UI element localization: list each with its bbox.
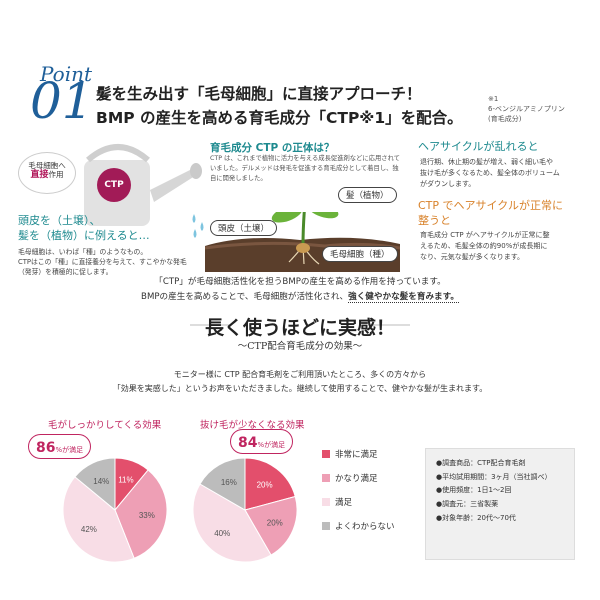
ctp-identity-body: CTP は、これまで植物に活力を与える成長促進剤などに応用されていました。デルメ… bbox=[210, 155, 400, 182]
pie-slice-非常に満足 bbox=[244, 457, 296, 511]
ctp-badge: CTP bbox=[97, 168, 131, 202]
chart1-satisfaction-suffix: %が満足 bbox=[55, 446, 84, 454]
pie-slice-label: 16% bbox=[221, 478, 237, 487]
bubble-text-1: 毛母細胞へ bbox=[28, 161, 66, 170]
statement-emphasis: 強く健やかな髪を育みます。 bbox=[348, 291, 459, 303]
left-title-line-1: 頭皮を（土壌）、 bbox=[18, 214, 101, 227]
statement-line-1: 「CTP」が毛母細胞活性化を担うBMPの産生を高める作用を持っています。 bbox=[154, 277, 446, 287]
pie-slice-よくわからない bbox=[199, 457, 246, 511]
legend-swatch bbox=[322, 522, 330, 530]
monitor-description: モニター様に CTP 配合育毛剤をご利用頂いたところ、多くの方々から 「効果を実… bbox=[0, 368, 600, 395]
point-number: 01 bbox=[30, 72, 94, 130]
legend-label: 非常に満足 bbox=[335, 450, 378, 460]
ctp-statement: 「CTP」が毛母細胞活性化を担うBMPの産生を高める作用を持っています。 BMP… bbox=[0, 275, 600, 304]
legend-label: よくわからない bbox=[335, 522, 395, 532]
left-body-line-2: CTPはこの「種」に直接養分を与えて、すこやかな発毛 bbox=[18, 258, 187, 267]
survey-info-box: ●調査商品：CTP配合育毛剤 ●平均試用期間：3ヶ月（当社調べ） ●使用頻度：1… bbox=[425, 448, 575, 560]
r2-line-1: 育毛成分 CTP がヘアサイクルが正常に整 bbox=[420, 231, 550, 239]
r1-line-1: 退行期、休止期の髪が増え、弱く細い毛や bbox=[420, 158, 553, 166]
legend-swatch bbox=[322, 498, 330, 506]
pie-slice-満足 bbox=[62, 476, 135, 563]
r2-title-line-1: CTP でヘアサイクルが正常に bbox=[418, 199, 563, 212]
pie-slice-label: 20% bbox=[257, 480, 273, 489]
pie-slice-label: 11% bbox=[118, 476, 133, 485]
pie-slice-よくわからない bbox=[74, 457, 116, 512]
chart2-satisfaction-suffix: %が満足 bbox=[257, 441, 286, 449]
left-analogy-title: 頭皮を（土壌）、 髪を（植物）に例えると… bbox=[18, 213, 150, 244]
results-headline: 長く使うほどに実感！ bbox=[204, 317, 395, 339]
hair-plant-tag: 髪（植物） bbox=[338, 187, 397, 203]
results-subheadline: 〜CTP配合育毛成分の効果〜 bbox=[237, 341, 363, 352]
legend-item: 満足 bbox=[322, 496, 422, 508]
monitor-line-2: 「効果を実感した」というお声をいただきました。継続して使用することで、健やかな髪… bbox=[112, 383, 488, 393]
pie-slice-label: 40% bbox=[214, 529, 230, 538]
legend-label: 満足 bbox=[335, 498, 353, 508]
pie-slice-かなり満足 bbox=[244, 495, 298, 556]
pie-slice-label: 33% bbox=[139, 511, 155, 520]
headline-line-2: BMP の産生を高める育毛成分「CTP※1」を配合。 bbox=[96, 109, 463, 127]
pie-slice-label: 20% bbox=[267, 518, 283, 527]
left-body-line-1: 毛母細胞は、いわば「種」のようなもの。 bbox=[18, 248, 148, 256]
footnote-text-1: 6-ベンジルアミノプリン bbox=[488, 105, 565, 114]
left-title-line-2: 髪を（植物）に例えると… bbox=[18, 229, 150, 243]
ctp-identity-title: 育毛成分 CTP の正体は？ bbox=[210, 142, 335, 154]
headline-line-1: 髪を生み出す「毛母細胞」に直接アプローチ！ bbox=[96, 85, 422, 103]
chart2-title: 抜け毛が少なくなる効果 bbox=[200, 420, 305, 431]
footnote: ※1 6-ベンジルアミノプリン (育毛成分) bbox=[488, 94, 565, 124]
hair-cycle-normal-body: 育毛成分 CTP がヘアサイクルが正常に整 えるため、毛髪全体の約90%が成長期… bbox=[420, 230, 550, 264]
legend-swatch bbox=[322, 450, 330, 458]
bubble-text-3: 作用 bbox=[48, 170, 64, 180]
pie-slice-label: 14% bbox=[93, 477, 109, 486]
chart-legend: 非常に満足 かなり満足 満足 よくわからない bbox=[322, 448, 422, 544]
left-body-line-3: （発芽）を積極的に促します。 bbox=[18, 268, 113, 277]
legend-swatch bbox=[322, 474, 330, 482]
chart1-satisfaction-value: 86 bbox=[36, 440, 56, 456]
legend-item: かなり満足 bbox=[322, 472, 422, 484]
hair-cycle-normal-title: CTP でヘアサイクルが正常に 整うと bbox=[418, 199, 563, 229]
r1-line-2: 抜け毛が多くなるため、髪全体のボリューム bbox=[420, 169, 560, 178]
pie-slice-満足 bbox=[192, 483, 272, 563]
legend-label: かなり満足 bbox=[335, 474, 378, 484]
survey-item: ●調査元：三省製薬 bbox=[436, 499, 499, 508]
hair-cycle-disrupted-title: ヘアサイクルが乱れると bbox=[418, 140, 539, 153]
legend-item: よくわからない bbox=[322, 520, 422, 532]
survey-item: ●対象年齢：20代〜70代 bbox=[436, 513, 516, 522]
survey-item: ●使用頻度：1日1〜2回 bbox=[436, 486, 512, 495]
r2-line-3: なり、元気な髪が多くなります。 bbox=[420, 253, 525, 262]
monitor-line-1: モニター様に CTP 配合育毛剤をご利用頂いたところ、多くの方々から bbox=[173, 370, 427, 379]
headline-decoration bbox=[190, 324, 410, 326]
footnote-mark: ※1 bbox=[488, 95, 499, 103]
point-label: Point bbox=[40, 62, 93, 86]
footnote-text-2: (育毛成分) bbox=[488, 115, 522, 124]
scalp-soil-tag: 頭皮（土壌） bbox=[210, 220, 278, 236]
chart1-satisfaction-bubble: 86%が満足 bbox=[28, 434, 92, 459]
r2-title-line-2: 整うと bbox=[418, 213, 451, 227]
direct-action-bubble: 毛母細胞へ 直接作用 bbox=[18, 152, 76, 194]
legend-item: 非常に満足 bbox=[322, 448, 422, 460]
chart1-title: 毛がしっかりしてくる効果 bbox=[48, 420, 162, 431]
statement-line-2: BMPの産生を高めることで、毛母細胞が活性化され、 bbox=[141, 291, 349, 302]
chart2-satisfaction-bubble: 84%が満足 bbox=[230, 429, 294, 454]
pie-chart-hair-firmness: 11% 33% 42% 14% bbox=[62, 457, 168, 563]
left-analogy-body: 毛母細胞は、いわば「種」のようなもの。 CTPはこの「種」に直接養分を与えて、す… bbox=[18, 247, 187, 278]
r1-line-3: がダウンします。 bbox=[420, 180, 476, 189]
bubble-text-emphasis: 直接 bbox=[30, 170, 49, 181]
hair-cycle-disrupted-body: 退行期、休止期の髪が増え、弱く細い毛や 抜け毛が多くなるため、髪全体のボリューム… bbox=[420, 157, 560, 191]
water-drops-icon bbox=[192, 214, 204, 238]
pie-chart-hair-loss: 20% 20% 40% 16% bbox=[192, 457, 298, 563]
pie-slice-label: 42% bbox=[81, 525, 97, 534]
pie-slice-かなり満足 bbox=[114, 469, 168, 559]
survey-item: ●調査商品：CTP配合育毛剤 bbox=[436, 459, 526, 467]
r2-line-2: えるため、毛髪全体の約90%が成長期に bbox=[420, 242, 548, 251]
hair-cell-seed-tag: 毛母細胞（種） bbox=[322, 246, 398, 262]
survey-item: ●平均試用期間：3ヶ月（当社調べ） bbox=[436, 472, 552, 481]
chart2-satisfaction-value: 84 bbox=[238, 435, 258, 451]
